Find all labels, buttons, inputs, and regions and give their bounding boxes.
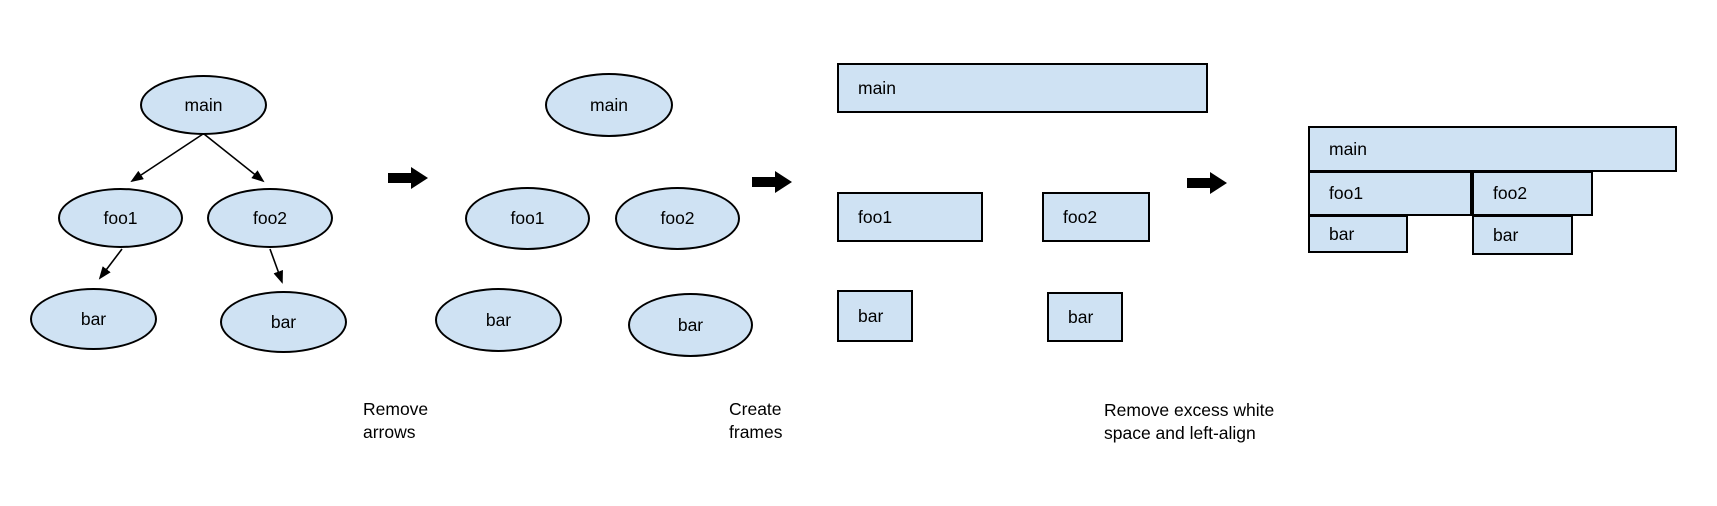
tree-node-bar-left: bar: [30, 288, 157, 350]
frames-node-bar-right: bar: [1047, 292, 1123, 342]
node-label: main: [858, 77, 896, 98]
node-label: main: [1329, 138, 1367, 159]
tree-edge-foo2-bar: [269, 248, 283, 284]
frames-node-bar-left: bar: [837, 290, 913, 342]
node-label: bar: [270, 311, 297, 332]
noarrows-node-foo1: foo1: [465, 187, 590, 250]
node-label: main: [590, 94, 628, 115]
tree-node-foo2: foo2: [207, 188, 333, 248]
flame-frame-foo2: foo2: [1472, 171, 1593, 216]
node-label: foo2: [1493, 183, 1528, 203]
noarrows-node-main: main: [545, 73, 673, 137]
flame-frame-main: main: [1308, 126, 1677, 172]
node-label: foo2: [660, 208, 695, 228]
step-arrow-icon-3: [1187, 172, 1227, 194]
tree-node-bar-right: bar: [220, 291, 347, 353]
flame-frame-foo1: foo1: [1308, 171, 1472, 216]
flame-frame-bar-left: bar: [1308, 215, 1408, 253]
caption-remove-excess-space: Remove excess white space and left-align: [1104, 400, 1275, 443]
node-label: main: [184, 94, 223, 115]
tree-edge-main-foo1: [130, 133, 204, 183]
noarrows-node-foo2: foo2: [615, 187, 740, 250]
node-label: foo1: [103, 207, 138, 228]
step-arrow-icon-1: [388, 167, 428, 189]
tree-edge-foo1-bar: [98, 248, 123, 280]
frames-node-main: main: [837, 63, 1208, 113]
tree-node-foo1: foo1: [58, 188, 183, 248]
frames-node-foo1: foo1: [837, 192, 983, 242]
frames-node-foo2: foo2: [1042, 192, 1150, 242]
node-label: foo1: [1329, 183, 1364, 203]
node-label: foo2: [1063, 206, 1098, 227]
node-label: bar: [1493, 224, 1519, 245]
node-label: foo2: [252, 207, 288, 228]
node-label: bar: [1068, 306, 1094, 327]
node-label: bar: [858, 305, 884, 326]
node-label: bar: [485, 309, 512, 330]
caption-remove-arrows: Remove arrows: [363, 399, 429, 442]
caption-create-frames: Create frames: [729, 399, 783, 442]
noarrows-node-bar-left: bar: [435, 288, 562, 352]
noarrows-node-bar-right: bar: [628, 293, 753, 357]
tree-node-main: main: [140, 75, 267, 135]
step-arrow-icon-2: [752, 171, 792, 193]
node-label: bar: [80, 308, 107, 329]
node-label: foo1: [858, 206, 893, 227]
node-label: bar: [677, 314, 704, 335]
flame-frame-bar-right: bar: [1472, 215, 1573, 255]
node-label: bar: [1329, 223, 1355, 244]
tree-edge-main-foo2: [203, 133, 265, 183]
node-label: foo1: [510, 208, 545, 228]
